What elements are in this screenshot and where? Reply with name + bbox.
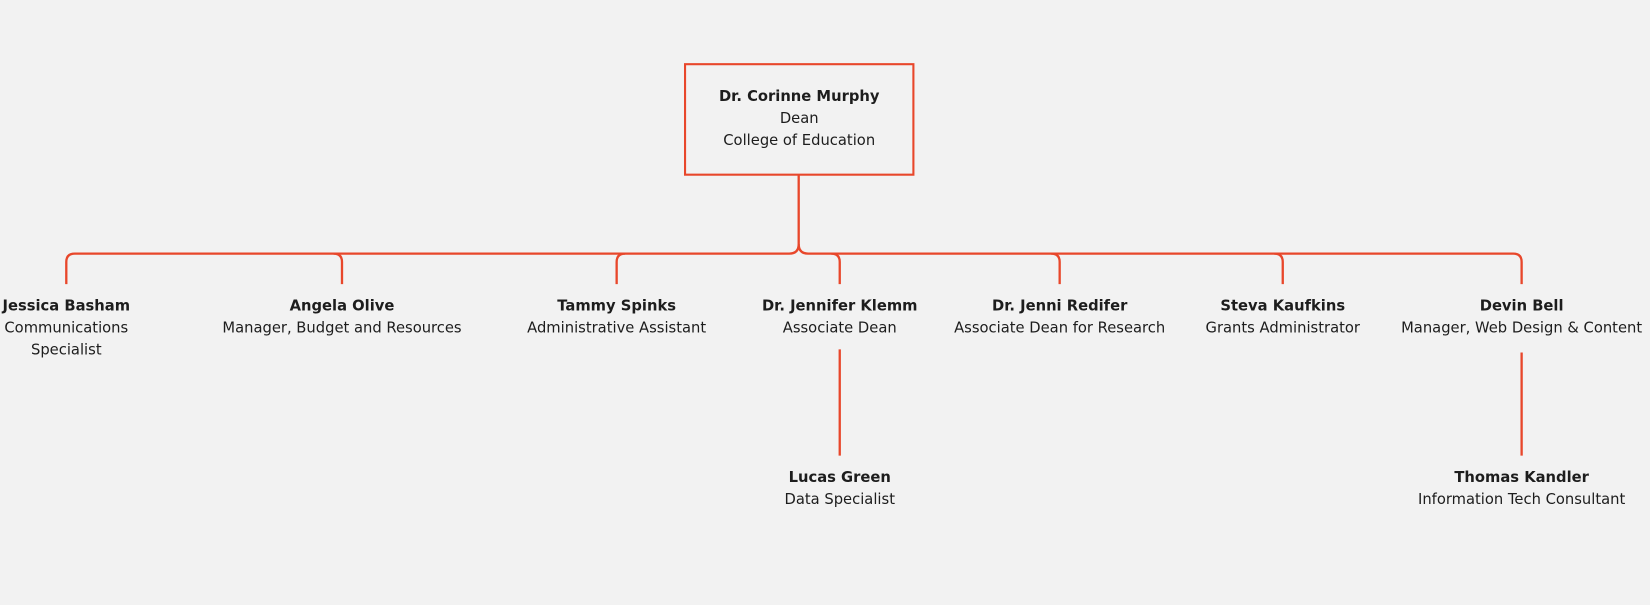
node-lucas-green[interactable]: Lucas Green Data Specialist [713,467,966,511]
drop-line [831,252,841,285]
node-name: Dr. Corinne Murphy [718,88,880,106]
node-name: Lucas Green [788,469,891,487]
node-title: Information Tech Consultant [1417,491,1626,509]
node-devin-bell[interactable]: Devin Bell Manager, Web Design & Content [1395,296,1648,340]
node-title: Communications Specialist [4,319,129,359]
node-jenni-redifer[interactable]: Dr. Jenni Redifer Associate Dean for Res… [933,296,1186,340]
node-title: Grants Administrator [1205,319,1360,337]
node-jessica-basham[interactable]: Jessica Basham Communications Specialist [0,296,135,362]
drop-line [615,252,626,285]
node-jennifer-klemm[interactable]: Dr. Jennifer Klemm Associate Dean [750,296,929,340]
node-steva-kaufkins[interactable]: Steva Kaufkins Grants Administrator [1188,296,1377,340]
node-name: Thomas Kandler [1454,469,1589,487]
drop-line [1051,252,1061,285]
node-title: Manager, Budget and Resources [222,319,462,337]
node-unit: College of Education [723,132,876,150]
drop-line [333,252,344,285]
node-name: Tammy Spinks [557,297,677,315]
node-name: Dr. Jenni Redifer [991,297,1128,315]
root-node-dean[interactable]: Dr. Corinne Murphy Dean College of Educa… [683,63,915,176]
node-name: Jessica Basham [2,297,131,315]
node-name: Devin Bell [1479,297,1564,315]
node-thomas-kandler[interactable]: Thomas Kandler Information Tech Consulta… [1395,467,1648,511]
node-name: Steva Kaufkins [1220,297,1346,315]
node-tammy-spinks[interactable]: Tammy Spinks Administrative Assistant [490,296,743,340]
node-title: Dean [779,110,819,128]
node-name: Dr. Jennifer Klemm [761,297,918,315]
node-title: Associate Dean for Research [954,319,1166,337]
node-name: Angela Olive [289,297,395,315]
node-title: Manager, Web Design & Content [1401,319,1643,337]
node-title: Data Specialist [784,491,895,509]
drop-line [1274,252,1284,285]
trunk-line [65,174,800,285]
node-title: Associate Dean [782,319,897,337]
node-angela-olive[interactable]: Angela Olive Manager, Budget and Resourc… [216,296,469,340]
branch-line [797,244,1523,285]
node-title: Administrative Assistant [527,319,707,337]
